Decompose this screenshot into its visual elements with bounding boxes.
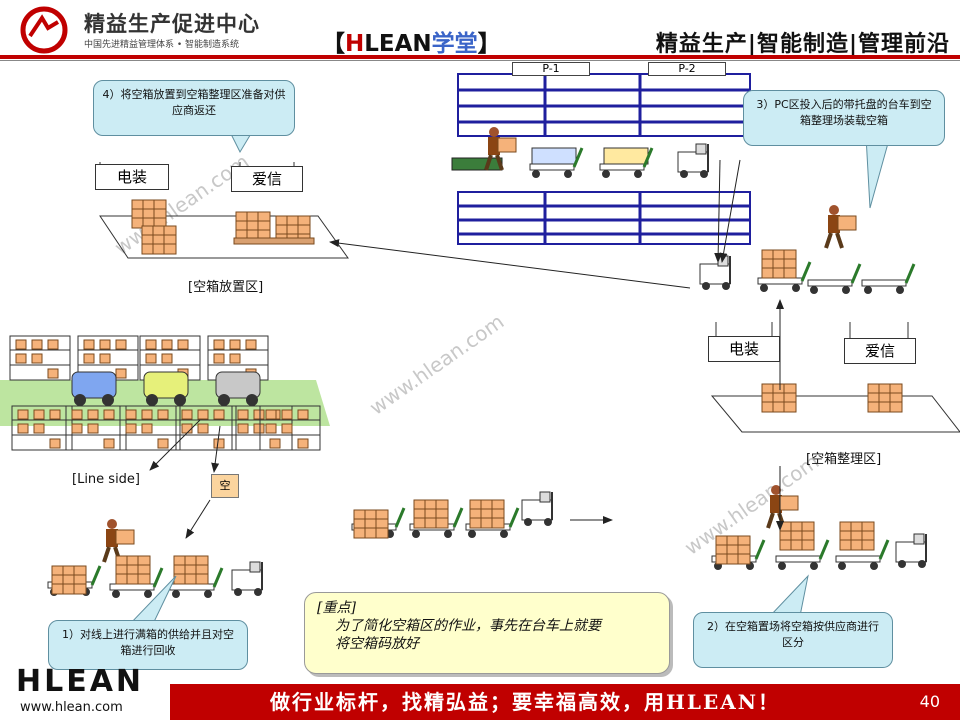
footer-url: www.hlean.com <box>20 700 123 715</box>
academy-title: 【HLEAN学堂】 <box>322 24 501 58</box>
flow-arrow <box>714 159 723 263</box>
flow-arrow <box>149 419 201 471</box>
supply-train <box>46 517 263 600</box>
flow-arrow <box>211 425 221 473</box>
supplier-sign-aixin: 爱信 <box>844 338 916 364</box>
supplier-sign-dianzhuang: 电装 <box>95 164 169 190</box>
flow-arrow <box>185 499 211 539</box>
page-number: 40 <box>919 692 940 711</box>
brand-logo <box>18 6 74 54</box>
header-divider <box>0 55 960 59</box>
callout-step-4: 4）将空箱放置到空箱整理区准备对供应商返还 <box>93 80 295 136</box>
brand-name: 精益生产促进中心 <box>84 12 260 36</box>
pc-rack-bottom <box>457 191 751 245</box>
key-point-line: 为了简化空箱区的作业，事先在台车上就要 <box>335 618 601 634</box>
sorting-train <box>710 483 927 572</box>
academy-cn: 学堂 <box>431 31 478 57</box>
callout-step-1: 1）对线上进行满箱的供给并且对空箱进行回收 <box>48 620 248 670</box>
academy-close-bracket: 】 <box>477 31 501 57</box>
callout-pointer <box>768 574 809 617</box>
sort-area-label: [空箱整理区] <box>806 452 882 467</box>
key-point-title: [重点] <box>317 600 356 616</box>
key-point-line: 将空箱码放好 <box>335 636 419 652</box>
footer-bar <box>170 684 960 720</box>
line-side-area <box>0 335 330 451</box>
empty-box-area-label: [空箱放置区] <box>188 280 264 295</box>
supplier-sign-dianzhuang: 电装 <box>708 336 780 362</box>
cart-train-right <box>699 203 916 296</box>
supplier-sign-aixin: 爱信 <box>231 166 303 192</box>
line-side-label: [Line side] <box>72 472 141 487</box>
flow-arrow <box>329 239 691 289</box>
academy-open-bracket: 【 <box>322 31 345 57</box>
tugger-train-top <box>451 125 709 180</box>
brand-subtitle: 中国先进精益管理体系 • 智能制造系统 <box>84 40 240 50</box>
p1-label: P-1 <box>512 62 590 76</box>
pc-rack-top <box>457 73 751 137</box>
callout-pointer <box>865 135 891 209</box>
key-point-note: [重点] 为了简化空箱区的作业，事先在台车上就要 将空箱码放好 <box>304 592 670 674</box>
academy-lean: LEAN <box>364 31 432 57</box>
flow-arrow <box>719 159 741 263</box>
empty-tag: 空 <box>211 474 239 498</box>
footer-logo: HLEAN <box>16 664 145 699</box>
footer-slogan: 做行业标杆，找精弘益；要幸福高效，用HLEAN！ <box>270 690 781 714</box>
header-tagline: 精益生产|智能制造|管理前沿 <box>655 32 950 57</box>
header-divider-thin <box>0 60 960 61</box>
academy-h: H <box>345 31 365 57</box>
center-train <box>350 491 613 540</box>
p2-label: P-2 <box>648 62 726 76</box>
callout-step-2: 2）在空箱置场将空箱按供应商进行区分 <box>693 612 893 668</box>
callout-step-3: 3）PC区投入后的带托盘的台车到空箱整理场装载空箱 <box>743 90 945 146</box>
hlean-circle-logo-icon <box>20 6 68 54</box>
